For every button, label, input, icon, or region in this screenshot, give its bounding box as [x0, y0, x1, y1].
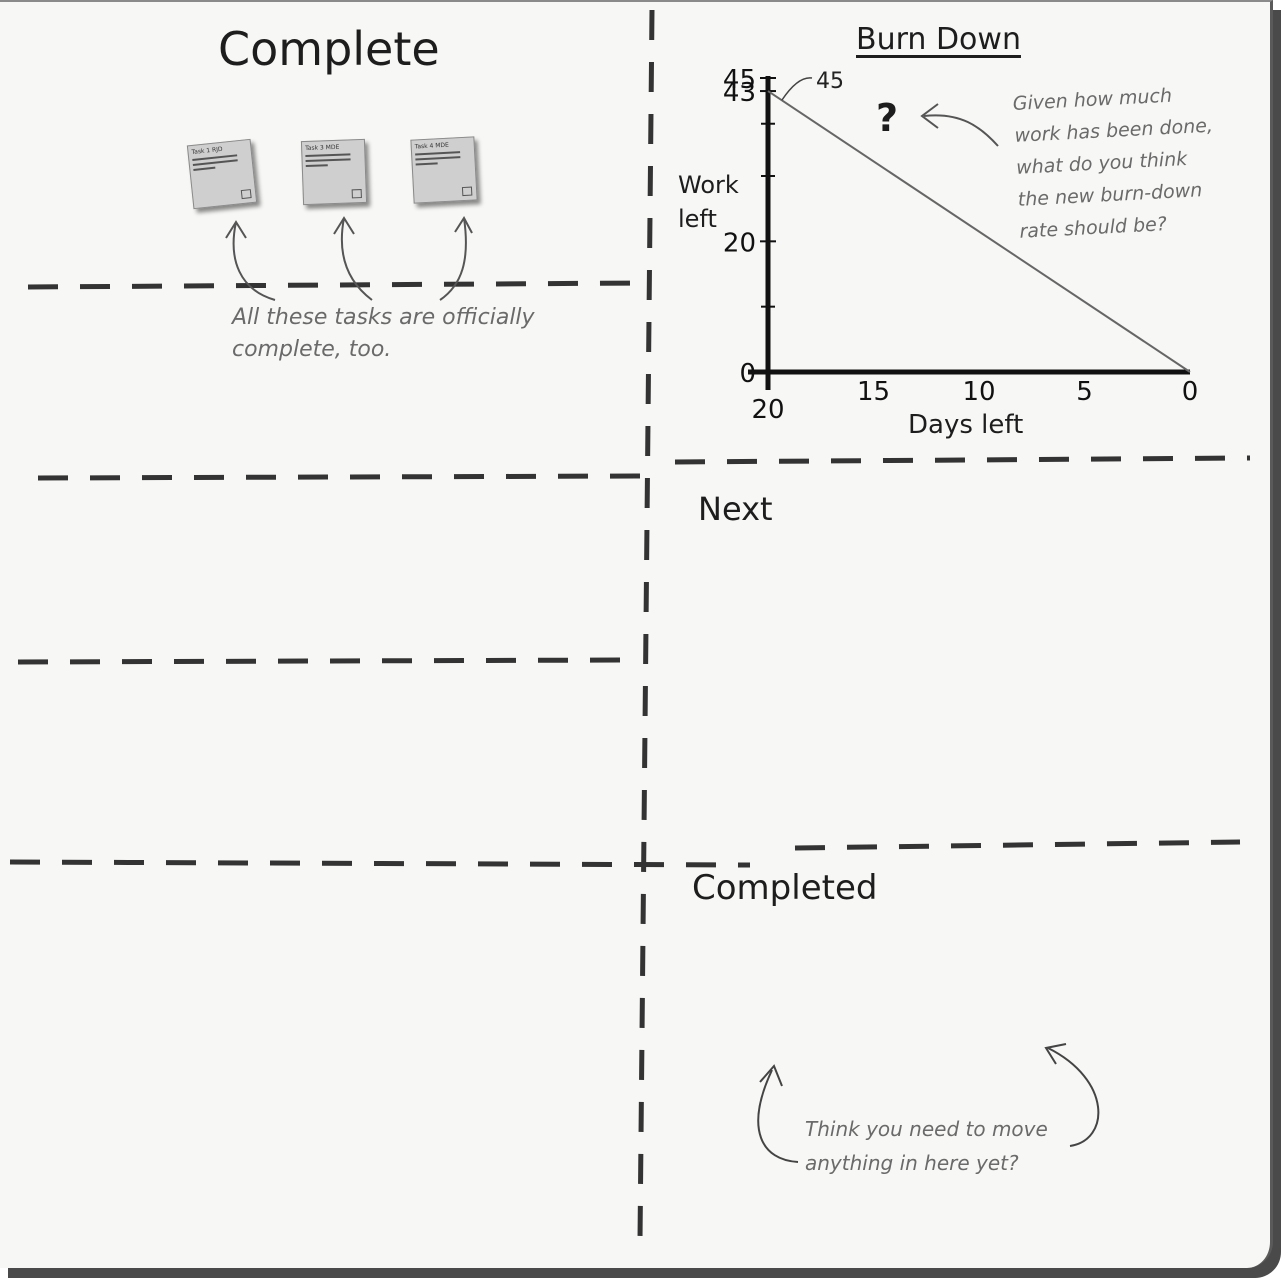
note-move: Think you need to move anything in here … [805, 1112, 1048, 1180]
arrow-icon [760, 1066, 782, 1086]
arrow-icon [1046, 1044, 1066, 1064]
arrow-icon [758, 1070, 798, 1162]
